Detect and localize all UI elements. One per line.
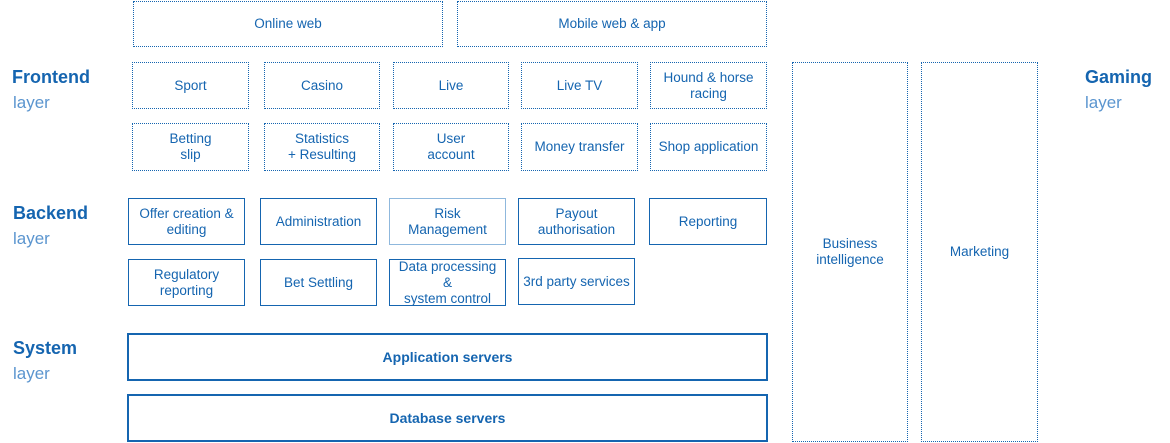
frontend-layer-subtitle: layer: [13, 93, 50, 112]
marketing-box: Marketing: [921, 62, 1038, 442]
hound-horse-racing-box: Hound & horse racing: [650, 62, 767, 109]
live-tv-box: Live TV: [521, 62, 638, 109]
gaming-layer-subtitle: layer: [1085, 93, 1122, 112]
mobile-web-app-box: Mobile web & app: [457, 1, 767, 47]
risk-management-box: Risk Management: [389, 198, 506, 245]
third-party-services-box: 3rd party services: [518, 258, 635, 305]
online-web-box: Online web: [133, 1, 443, 47]
user-account-box: User account: [393, 123, 509, 171]
regulatory-reporting-box: Regulatory reporting: [128, 259, 245, 306]
casino-box: Casino: [264, 62, 380, 109]
system-layer-title: System: [13, 338, 78, 358]
business-intelligence-box: Business intelligence: [792, 62, 908, 442]
database-servers-box: Database servers: [127, 394, 768, 442]
gaming-layer-title: Gaming: [1085, 67, 1153, 87]
offer-creation-editing-box: Offer creation & editing: [128, 198, 245, 245]
data-processing-box: Data processing & system control: [389, 259, 506, 306]
live-box: Live: [393, 62, 509, 109]
betting-slip-box: Betting slip: [132, 123, 249, 171]
money-transfer-box: Money transfer: [521, 123, 638, 171]
backend-layer-title: Backend: [13, 203, 89, 223]
bet-settling-box: Bet Settling: [260, 259, 377, 306]
payout-authorisation-box: Payout authorisation: [518, 198, 635, 245]
reporting-box: Reporting: [649, 198, 767, 245]
backend-layer-subtitle: layer: [13, 229, 50, 248]
administration-box: Administration: [260, 198, 377, 245]
sport-box: Sport: [132, 62, 249, 109]
frontend-layer-title: Frontend: [12, 67, 90, 87]
system-layer-subtitle: layer: [13, 364, 50, 383]
application-servers-box: Application servers: [127, 333, 768, 381]
statistics-resulting-box: Statistics + Resulting: [264, 123, 380, 171]
shop-application-box: Shop application: [650, 123, 767, 171]
